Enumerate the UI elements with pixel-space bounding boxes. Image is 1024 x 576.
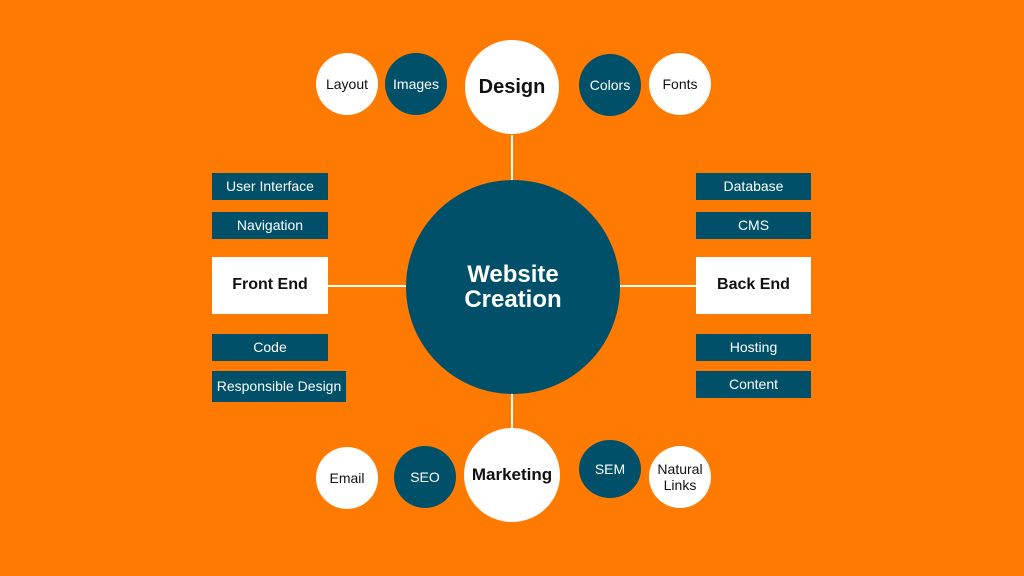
- design-sub-layout: Layout: [316, 53, 378, 115]
- front-end-sub-navigation: Navigation: [212, 212, 328, 239]
- back-end-node: Back End: [696, 257, 811, 314]
- back-end-sub-database: Database: [696, 173, 811, 200]
- center-node-label: Website Creation: [464, 260, 562, 313]
- back-end-label: Back End: [717, 276, 790, 294]
- design-sub-colors: Colors: [579, 54, 641, 116]
- marketing-sub-sem: SEM: [579, 440, 641, 498]
- marketing-sub-natural-links: Natural Links: [649, 446, 711, 508]
- design-label: Design: [478, 75, 546, 98]
- front-end-sub-responsible-design: Responsible Design: [212, 371, 346, 402]
- design-node: Design: [465, 40, 559, 134]
- front-end-sub-code: Code: [212, 334, 328, 361]
- front-end-sub-user-interface: User Interface: [212, 173, 328, 200]
- marketing-sub-email: Email: [316, 447, 378, 509]
- design-sub-fonts: Fonts: [649, 53, 711, 115]
- marketing-node: Marketing: [464, 428, 560, 522]
- center-node-website-creation: Website Creation: [406, 180, 620, 394]
- back-end-sub-cms: CMS: [696, 212, 811, 239]
- marketing-label: Marketing: [471, 465, 553, 485]
- marketing-sub-seo: SEO: [394, 446, 456, 508]
- design-sub-images: Images: [385, 53, 447, 115]
- front-end-label: Front End: [232, 276, 308, 294]
- back-end-sub-hosting: Hosting: [696, 334, 811, 361]
- front-end-node: Front End: [212, 257, 328, 314]
- back-end-sub-content: Content: [696, 371, 811, 398]
